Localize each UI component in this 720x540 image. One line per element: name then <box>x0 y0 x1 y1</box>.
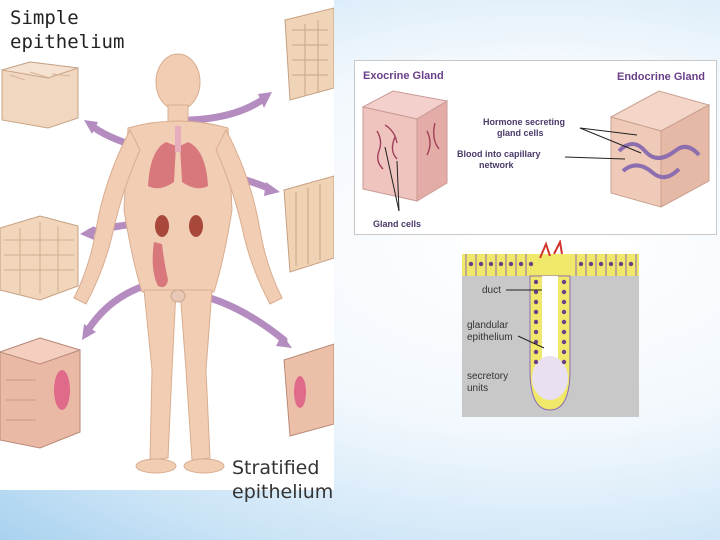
tissue-block-squamous <box>1 61 79 129</box>
hormone-label-line1: Hormone secreting <box>483 117 566 127</box>
cell-nucleus <box>533 299 539 305</box>
tissue-block-cuboidal-right-top <box>284 7 334 101</box>
cell-nucleus <box>578 261 584 267</box>
cell-nucleus <box>533 319 539 325</box>
cell-nucleus <box>498 261 504 267</box>
tissue-block-stratified-right <box>283 343 334 437</box>
cell-nucleus <box>478 261 484 267</box>
hormone-secreting-label: Hormone secreting gland cells <box>483 117 565 139</box>
exocrine-gland-title: Exocrine Gland <box>363 70 444 82</box>
duct-leader-lines <box>506 289 545 349</box>
gland-cells-label: Gland cells <box>373 219 422 229</box>
cell-nucleus <box>561 289 567 295</box>
stratified-label-line1: Stratified <box>232 457 320 479</box>
cell-nucleus <box>598 261 604 267</box>
cell-nucleus <box>608 261 614 267</box>
cell-nucleus <box>561 329 567 335</box>
cell-nucleus <box>588 261 594 267</box>
gland-figure-svg <box>361 90 711 212</box>
cell-nucleus <box>533 339 539 345</box>
duct-lumen-top <box>462 240 639 254</box>
duct-lumen <box>542 276 558 360</box>
secretory-lumen <box>532 356 568 400</box>
cell-nucleus <box>561 359 567 365</box>
hormone-label-line2: gland cells <box>497 128 544 138</box>
glandular-label-line1: glandular <box>467 320 509 331</box>
cell-nucleus <box>628 261 634 267</box>
blood-label-line2: network <box>479 160 514 170</box>
cell-nucleus <box>528 261 534 267</box>
stratified-label-line2: epithelium <box>232 481 334 503</box>
cell-nucleus <box>533 349 539 355</box>
body-tissue-illustration: Simple epithelium <box>0 0 334 490</box>
tissue-block-cuboidal-left <box>0 215 79 301</box>
secretory-label-line1: secretory <box>467 371 509 382</box>
cell-nucleus <box>618 261 624 267</box>
exocrine-cube <box>361 90 449 202</box>
duct-label: duct <box>482 285 501 296</box>
cell-nucleus <box>561 349 567 355</box>
secretory-units-label: secretory units <box>467 371 508 395</box>
gland-leader-lines <box>384 127 642 212</box>
simple-label-line1: Simple <box>10 7 79 29</box>
blood-capillary-label: Blood into capillary network <box>457 149 541 171</box>
cell-nucleus <box>533 289 539 295</box>
cell-nucleus <box>533 359 539 365</box>
duct-figure-svg <box>462 240 639 411</box>
glandular-label-line2: epithelium <box>467 332 513 343</box>
tissue-block-columnar-right <box>283 175 334 273</box>
organs <box>148 126 208 303</box>
cell-nucleus <box>561 309 567 315</box>
secretion-arrows <box>539 240 563 259</box>
endocrine-cube <box>609 90 711 208</box>
human-figure <box>73 53 283 474</box>
secretory-label-line2: units <box>467 383 489 394</box>
stratified-epithelium-label: Stratified epithelium <box>232 456 333 504</box>
cell-nucleus <box>488 261 494 267</box>
simple-epithelium-label: Simple epithelium <box>10 6 124 54</box>
cell-nucleus <box>533 329 539 335</box>
gland-wall-cells <box>533 279 567 365</box>
simple-label-line2: epithelium <box>10 31 125 53</box>
cell-nucleus <box>561 339 567 345</box>
cell-nucleus <box>508 261 514 267</box>
cell-nucleus <box>561 279 567 285</box>
cell-nucleus <box>533 309 539 315</box>
endocrine-gland-title: Endocrine Gland <box>617 71 706 83</box>
cell-nucleus <box>468 261 474 267</box>
glandular-epithelium-figure: duct glandular epithelium secretory unit… <box>462 240 639 417</box>
cell-nucleus <box>561 299 567 305</box>
cell-nucleus <box>518 261 524 267</box>
blood-label-line1: Blood into capillary <box>457 149 541 159</box>
glandular-epithelium-label: glandular epithelium <box>467 320 513 344</box>
tissue-block-stratified-left <box>0 337 82 449</box>
arrow-heads <box>80 92 292 348</box>
body-illustration-svg <box>0 7 334 474</box>
surface-cells <box>465 254 639 276</box>
cell-nucleus <box>533 279 539 285</box>
cell-nucleus <box>561 319 567 325</box>
gland-comparison-figure: Exocrine Gland Endocrine Gland Hormone s… <box>354 60 717 235</box>
